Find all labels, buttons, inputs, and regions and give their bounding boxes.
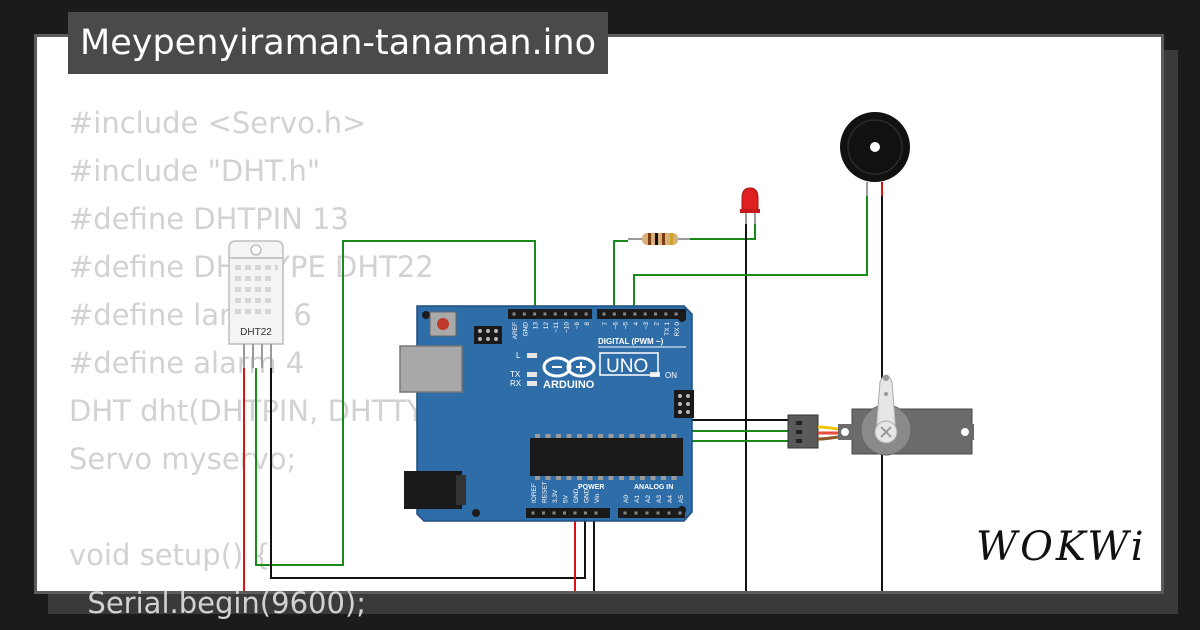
pin-label: ~3 — [643, 322, 650, 330]
pin-label: GND — [584, 488, 591, 503]
servo-connector — [787, 414, 819, 449]
led-tx-label: TX — [510, 370, 521, 379]
atmega-chip — [530, 438, 683, 476]
pin-label: A1 — [634, 495, 641, 503]
pin-label: TX 1 — [664, 322, 671, 336]
pin-label: 5V — [563, 494, 570, 503]
code-line: #define DHTPIN 13 — [69, 202, 349, 236]
pin-label: 7 — [602, 322, 609, 326]
pin-label: ~5 — [623, 322, 630, 330]
pin-label: A3 — [656, 495, 663, 503]
pin-label: A5 — [678, 495, 685, 503]
code-line: #define lampu 6 — [69, 298, 312, 332]
header-digital-low — [597, 309, 686, 319]
pin-label: GND — [573, 488, 580, 503]
pin-label: AREF — [512, 322, 519, 339]
wire-resistor-led — [683, 210, 756, 240]
pin-label: ~9 — [574, 322, 581, 330]
wire-dht-data — [255, 240, 536, 566]
wokwi-logo: WOKWi — [976, 524, 1147, 570]
pin-label: ~11 — [553, 322, 560, 333]
wire-resistor-pin6 — [613, 240, 628, 313]
red-led[interactable] — [740, 187, 760, 224]
pin-label: GND — [522, 322, 529, 337]
pin-label: A4 — [667, 495, 674, 503]
led-rx-label: RX — [510, 379, 522, 388]
power-label: POWER — [578, 484, 604, 491]
arduino-logo-icon — [542, 356, 596, 378]
power-jack — [404, 471, 462, 509]
header-analog — [618, 508, 685, 518]
pin-label: ~10 — [564, 322, 571, 333]
led-l-label: L — [516, 351, 521, 360]
analog-label: ANALOG IN — [634, 484, 673, 491]
servo-motor[interactable] — [787, 374, 974, 456]
pin-label: A0 — [623, 495, 630, 503]
code-line: #include "DHT.h" — [69, 154, 321, 188]
pin-label: IOREF — [531, 483, 538, 503]
pin-label: 13 — [533, 322, 540, 330]
project-filename: Meypenyiraman-tanaman.ino — [68, 12, 608, 74]
header-power — [526, 508, 610, 518]
pin-label: 12 — [543, 322, 550, 330]
board-brand: ARDUINO — [543, 379, 595, 391]
pin-label: 3.3V — [552, 489, 559, 503]
on-label: ON — [665, 371, 677, 380]
pin-label: 8 — [584, 322, 591, 326]
code-line: Serial.begin(9600); — [69, 586, 367, 620]
piezo-buzzer[interactable] — [840, 112, 910, 196]
pin-label: 2 — [654, 322, 661, 326]
pin-label: 4 — [633, 322, 640, 326]
code-line: #include <Servo.h> — [69, 106, 367, 140]
pin-label: ~6 — [612, 322, 619, 330]
digital-label: DIGITAL (PWM ~) — [598, 337, 664, 346]
code-preview: #include <Servo.h> #include "DHT.h" #defin… — [69, 99, 481, 627]
wire-dht-gnd — [270, 368, 586, 579]
pin-label: Vin — [594, 493, 601, 503]
code-line: void setup() { — [69, 538, 271, 572]
usb-port — [399, 345, 463, 393]
dht22-sensor[interactable]: DHT22 — [228, 240, 284, 368]
reset-button[interactable] — [429, 311, 457, 337]
header-digital-high — [508, 309, 592, 319]
pin-label: RESET — [542, 481, 549, 503]
code-line: Servo myservo; — [69, 442, 297, 476]
dht22-label: DHT22 — [240, 327, 272, 338]
resistor[interactable] — [628, 233, 690, 245]
wire-buzzer-pin4 — [633, 182, 868, 313]
pin-label: RX 0 — [674, 322, 681, 337]
pin-label: A2 — [645, 495, 652, 503]
board-model: UNO — [606, 356, 648, 377]
